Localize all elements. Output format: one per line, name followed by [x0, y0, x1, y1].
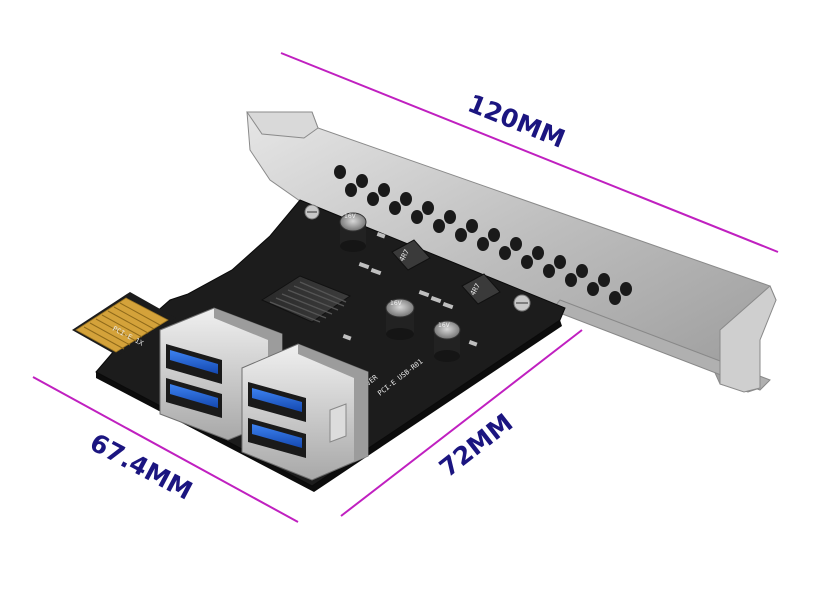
usb-port-stack-right — [241, 343, 369, 481]
svg-text:16V: 16V — [390, 300, 403, 307]
capacitor-3: 16V — [433, 320, 461, 362]
mount-screws — [304, 204, 531, 312]
inductor-1: 4R7 — [391, 239, 431, 271]
metal-bracket — [246, 111, 777, 393]
right-dimension-line — [340, 329, 583, 517]
usb-port-4[interactable] — [248, 418, 306, 458]
usb-port-1[interactable] — [166, 344, 222, 384]
usb-port-2[interactable] — [166, 378, 222, 418]
top-dimension-label: 120MM — [464, 89, 569, 154]
heatsink — [260, 275, 352, 323]
capacitor-1: 16V — [339, 212, 367, 252]
right-dimension-label: 72MM — [434, 408, 518, 483]
top-dimension-line — [280, 52, 779, 253]
inductor-2: 4R7 — [461, 273, 501, 305]
smd-components — [342, 232, 478, 347]
left-dimension-line — [32, 376, 299, 523]
capacitor-2: 16V — [385, 298, 415, 340]
svg-text:16V: 16V — [438, 322, 451, 329]
vent-holes — [334, 165, 632, 305]
inductors: 4R7 4R7 — [391, 239, 501, 305]
dimension-lines — [32, 52, 779, 523]
capacitors: 16V 16V 16V — [339, 212, 461, 362]
left-dimension-label: 67.4MM — [85, 428, 197, 506]
usb-port-3[interactable] — [248, 382, 306, 422]
svg-text:16V: 16V — [344, 213, 357, 220]
pcie-gold-finger: PCI-E 1X — [72, 292, 176, 356]
